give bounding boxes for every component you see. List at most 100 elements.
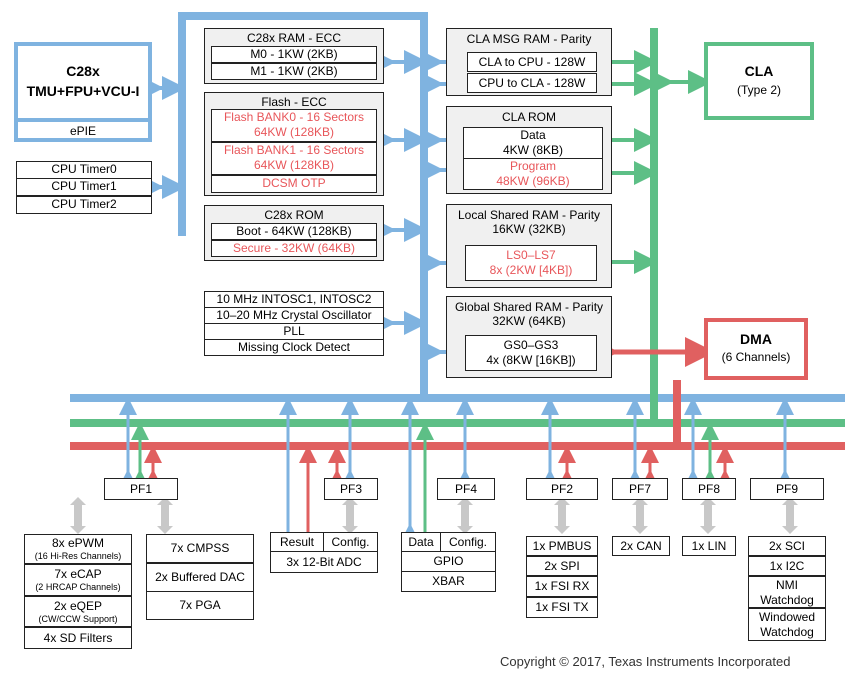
buffered-dac: 2x Buffered DAC bbox=[146, 563, 254, 592]
ecap-l1: 7x eCAP bbox=[54, 567, 102, 581]
ram-m1: M1 - 1KW (2KB) bbox=[211, 63, 377, 80]
pf9-box: PF9 bbox=[750, 478, 824, 500]
flash-bank1-l1: Flash BANK1 - 16 Sectors bbox=[223, 143, 365, 157]
copyright-text: Copyright © 2017, Texas Instruments Inco… bbox=[500, 654, 791, 669]
cmpss: 7x CMPSS bbox=[146, 534, 254, 563]
ls-inner-l2: 8x (2KW [4KB]) bbox=[489, 263, 573, 277]
gs-title-l1: Global Shared RAM - Parity bbox=[454, 300, 604, 314]
adc-result: Result bbox=[270, 532, 324, 552]
flash-bank0-l1: Flash BANK0 - 16 Sectors bbox=[223, 110, 365, 124]
epie-label: ePIE bbox=[69, 124, 96, 138]
epwm-l1: 8x ePWM bbox=[51, 536, 104, 550]
cla-title: CLA bbox=[744, 63, 774, 79]
pf2-box: PF2 bbox=[526, 478, 598, 500]
cla-rom-prog-l1: Program bbox=[509, 159, 556, 173]
epwm-l2: (16 Hi-Res Channels) bbox=[34, 551, 122, 561]
rom-boot: Boot - 64KW (128KB) bbox=[211, 223, 377, 240]
dcsm-otp: DCSM OTP bbox=[211, 175, 377, 193]
rom-title: C28x ROM bbox=[264, 208, 324, 222]
win-l2: Watchdog bbox=[760, 625, 814, 639]
pf3-box: PF3 bbox=[324, 478, 378, 500]
windowed-watchdog: Windowed Watchdog bbox=[748, 608, 826, 641]
adc-name: 3x 12-Bit ADC bbox=[270, 551, 378, 573]
cpu-block: C28x TMU+FPU+VCU-I ePIE bbox=[14, 42, 152, 142]
cla-rom-prog-l2: 48KW (96KB) bbox=[496, 174, 570, 188]
pf7-box: PF7 bbox=[612, 478, 668, 500]
gs-title-l2: 32KW (64KB) bbox=[492, 314, 566, 328]
gpio-name: GPIO bbox=[401, 551, 496, 572]
gpio-data: Data bbox=[401, 532, 441, 552]
cpu-to-cla: CPU to CLA - 128W bbox=[467, 73, 597, 93]
cla-rom-program: Program 48KW (96KB) bbox=[463, 158, 603, 190]
ram-m0: M0 - 1KW (2KB) bbox=[211, 46, 377, 63]
global-shared-ram: Global Shared RAM - Parity 32KW (64KB) G… bbox=[446, 296, 612, 378]
lin: 1x LIN bbox=[682, 536, 736, 556]
flash-bank1: Flash BANK1 - 16 Sectors 64KW (128KB) bbox=[211, 142, 377, 175]
ls-title-l2: 16KW (32KB) bbox=[492, 222, 566, 236]
ecap-l2: (2 HRCAP Channels) bbox=[35, 582, 121, 592]
xbar-name: XBAR bbox=[401, 571, 496, 592]
nmi-l1: NMI bbox=[776, 578, 798, 592]
pga: 7x PGA bbox=[146, 591, 254, 620]
fsi-rx: 1x FSI RX bbox=[526, 576, 598, 597]
adc-config: Config. bbox=[323, 532, 378, 552]
epwm: 8x ePWM (16 Hi-Res Channels) bbox=[24, 534, 132, 564]
eqep: 2x eQEP (CW/CCW Support) bbox=[24, 596, 132, 627]
flash-ecc: Flash - ECC Flash BANK0 - 16 Sectors 64K… bbox=[204, 92, 384, 196]
eqep-l1: 2x eQEP bbox=[53, 599, 103, 613]
cla-to-cpu: CLA to CPU - 128W bbox=[467, 52, 597, 72]
i2c: 1x I2C bbox=[748, 556, 826, 576]
flash-bank1-l2: 64KW (128KB) bbox=[253, 158, 335, 172]
pf4-box: PF4 bbox=[437, 478, 495, 500]
win-l1: Windowed bbox=[758, 610, 816, 624]
dma-title: DMA bbox=[740, 331, 772, 347]
nmi-watchdog: NMI Watchdog bbox=[748, 576, 826, 608]
ls-inner: LS0–LS7 8x (2KW [4KB]) bbox=[465, 245, 597, 281]
gs-inner-l1: GS0–GS3 bbox=[503, 338, 559, 352]
pf1-group-b: 7x CMPSS 2x Buffered DAC 7x PGA bbox=[146, 534, 254, 620]
cla-msg-title: CLA MSG RAM - Parity bbox=[466, 32, 592, 46]
cla-rom: CLA ROM Data 4KW (8KB) Program 48KW (96K… bbox=[446, 106, 612, 194]
clock-pll: PLL bbox=[204, 323, 384, 340]
gs-inner-l2: 4x (8KW [16KB]) bbox=[486, 353, 576, 367]
timer-1: CPU Timer1 bbox=[16, 178, 152, 196]
ram-ecc-title: C28x RAM - ECC bbox=[246, 31, 341, 45]
ls-title-l1: Local Shared RAM - Parity bbox=[457, 208, 601, 222]
sci: 2x SCI bbox=[748, 536, 826, 556]
ls-inner-l1: LS0–LS7 bbox=[506, 248, 556, 262]
c28x-rom: C28x ROM Boot - 64KW (128KB) Secure - 32… bbox=[204, 205, 384, 261]
cla-rom-data-l2: 4KW (8KB) bbox=[502, 143, 563, 157]
gpio-config: Config. bbox=[440, 532, 496, 552]
clock-intosc: 10 MHz INTOSC1, INTOSC2 bbox=[204, 291, 384, 308]
pf1-box: PF1 bbox=[104, 478, 178, 500]
eqep-l2: (CW/CCW Support) bbox=[38, 614, 118, 624]
nmi-l2: Watchdog bbox=[760, 593, 814, 607]
dma-block: DMA (6 Channels) bbox=[704, 318, 808, 380]
fsi-tx: 1x FSI TX bbox=[526, 597, 598, 618]
cla-msg-ram: CLA MSG RAM - Parity CLA to CPU - 128W C… bbox=[446, 28, 612, 96]
cla-block: CLA (Type 2) bbox=[704, 42, 814, 120]
pmbus: 1x PMBUS bbox=[526, 536, 598, 556]
spi: 2x SPI bbox=[526, 556, 598, 576]
clock-missing-detect: Missing Clock Detect bbox=[204, 339, 384, 356]
cla-rom-title: CLA ROM bbox=[501, 110, 556, 124]
timer-0: CPU Timer0 bbox=[16, 161, 152, 179]
cla-rom-data-l1: Data bbox=[520, 128, 546, 142]
sd-filters: 4x SD Filters bbox=[24, 627, 132, 649]
pf8-box: PF8 bbox=[682, 478, 736, 500]
cpu-subtitle: TMU+FPU+VCU-I bbox=[26, 83, 140, 99]
clock-xtal: 10–20 MHz Crystal Oscillator bbox=[204, 307, 384, 324]
flash-bank0: Flash BANK0 - 16 Sectors 64KW (128KB) bbox=[211, 109, 377, 142]
cla-subtitle: (Type 2) bbox=[736, 83, 781, 97]
ecap: 7x eCAP (2 HRCAP Channels) bbox=[24, 564, 132, 596]
blue-bus-main bbox=[178, 12, 428, 396]
cpu-title: C28x bbox=[66, 63, 100, 79]
can: 2x CAN bbox=[612, 536, 670, 556]
timer-2: CPU Timer2 bbox=[16, 196, 152, 214]
gs-inner: GS0–GS3 4x (8KW [16KB]) bbox=[465, 335, 597, 371]
local-shared-ram: Local Shared RAM - Parity 16KW (32KB) LS… bbox=[446, 204, 612, 288]
flash-title: Flash - ECC bbox=[261, 95, 327, 109]
c28x-ram-ecc: C28x RAM - ECC M0 - 1KW (2KB) M1 - 1KW (… bbox=[204, 28, 384, 84]
dma-subtitle: (6 Channels) bbox=[721, 350, 791, 364]
rom-secure: Secure - 32KW (64KB) bbox=[211, 240, 377, 257]
